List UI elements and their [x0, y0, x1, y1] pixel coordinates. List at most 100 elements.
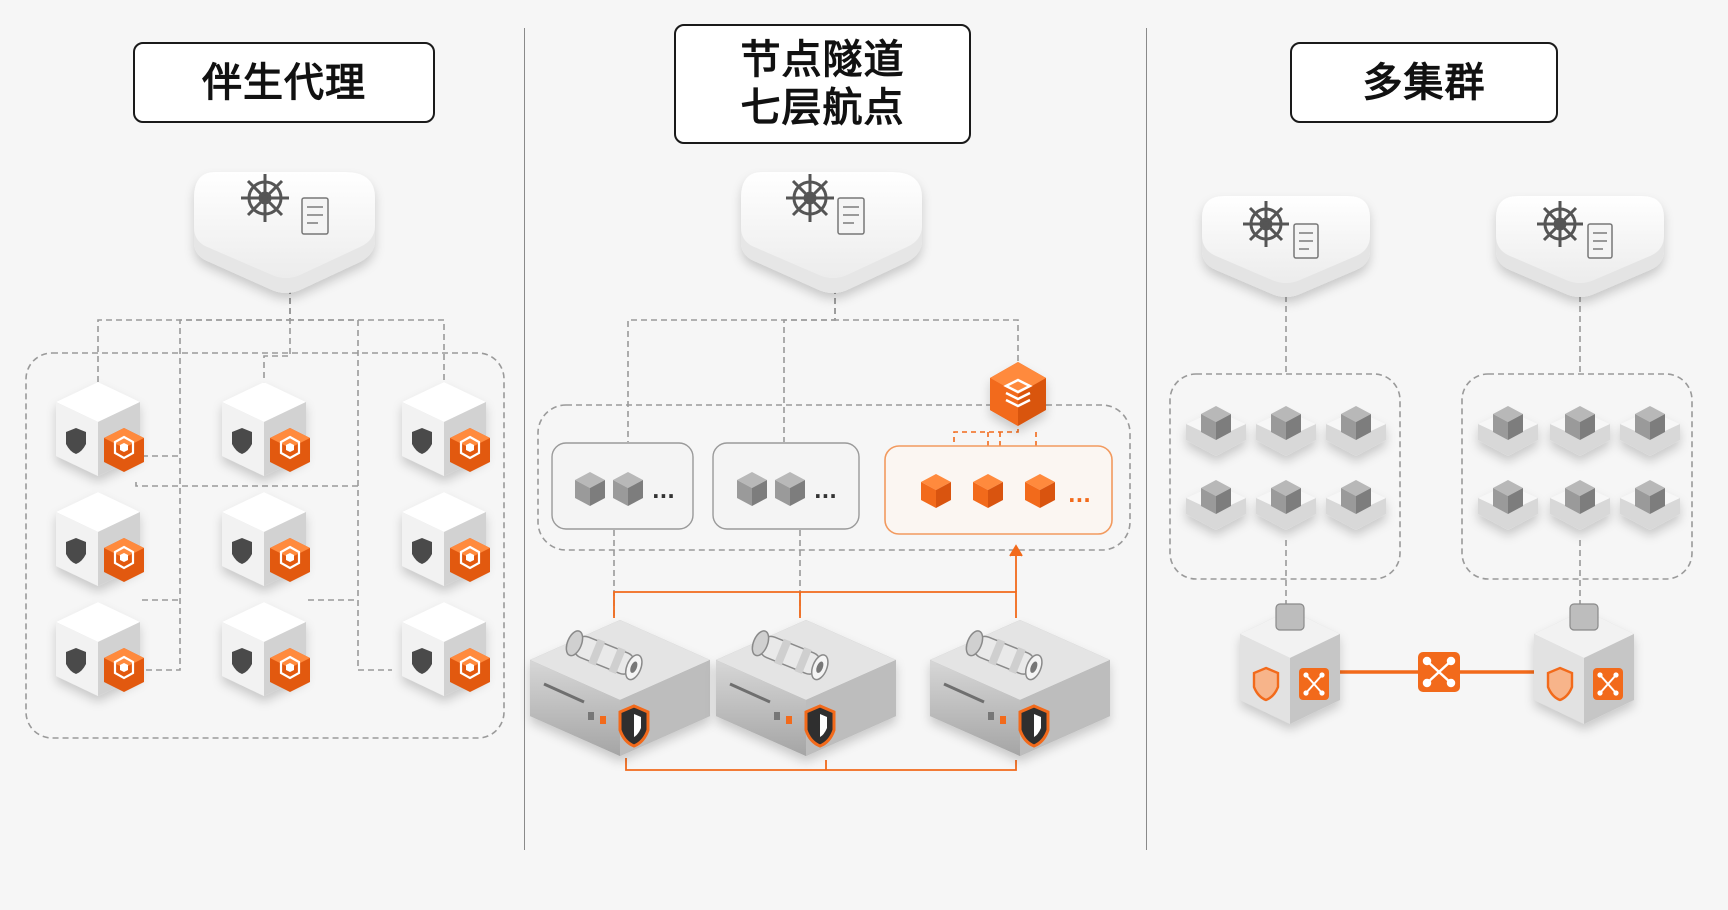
workload-cube	[1201, 480, 1231, 514]
cluster-1-control-plane	[1202, 196, 1370, 297]
pipe-icon	[965, 630, 1043, 681]
group-waypoint-ellipsis: ...	[1068, 483, 1091, 507]
sidecar-pod-4	[56, 492, 144, 586]
cluster-2-workload-2	[1550, 406, 1610, 456]
workload-w3	[1025, 474, 1055, 508]
workload-cube	[1635, 480, 1665, 514]
shield-icon	[618, 704, 650, 748]
tunnel-orange-connectors	[613, 544, 1023, 771]
shield-icon	[412, 538, 432, 564]
cluster-gateways	[1240, 603, 1634, 724]
sidecar-pod-2	[222, 382, 310, 476]
divider-right	[1146, 28, 1147, 850]
tunnel-workloads	[575, 472, 1055, 508]
sidecar-control-plane	[194, 172, 375, 293]
cluster-2-eastwest-gateway	[1534, 603, 1634, 724]
title-sidecar-line-1: 伴生代理	[202, 59, 366, 106]
workload-cube	[1341, 480, 1371, 514]
shield-icon	[804, 704, 836, 748]
sidecar-document-icon	[301, 197, 329, 235]
cluster-2-boundary	[1461, 373, 1693, 580]
hexagon-icon	[104, 648, 144, 692]
shield-icon	[412, 648, 432, 674]
workload-w2	[973, 474, 1003, 508]
workload-cube	[1565, 406, 1595, 440]
shield-icon	[66, 538, 86, 564]
group-b-ellipsis: ...	[814, 479, 837, 503]
shield-icon	[66, 648, 86, 674]
title-node-tunnel-line-2: 七层航点	[740, 85, 905, 131]
cluster-2-workload-4	[1478, 480, 1538, 530]
cluster-2-workload-6	[1620, 480, 1680, 530]
hexagon-icon	[450, 428, 490, 472]
east-west-connector	[1418, 652, 1460, 692]
tunnel-nodes	[530, 620, 1110, 756]
hexagon-icon	[450, 648, 490, 692]
title-multicluster-line-1: 多集群	[1362, 59, 1486, 106]
cluster-2-workload-1	[1478, 406, 1538, 456]
sidecar-ship-wheel-icon	[241, 174, 289, 222]
cluster-1-workload-5	[1256, 480, 1316, 530]
workload-cube	[1201, 406, 1231, 440]
shield-icon	[232, 648, 252, 674]
workload-cube	[1271, 406, 1301, 440]
shield-icon	[232, 428, 252, 454]
sidecar-pod-1	[56, 382, 144, 476]
cluster-1-workload-3	[1326, 406, 1386, 456]
cluster-1-workload-2	[1256, 406, 1316, 456]
tunnel-document-icon	[837, 197, 865, 235]
workload-a2	[613, 472, 643, 506]
shield-icon	[1252, 666, 1280, 702]
sidecar-pod-7	[56, 602, 144, 696]
group-a-ellipsis: ...	[652, 479, 675, 503]
sidecar-mesh-boundary	[25, 352, 505, 739]
shield-icon	[412, 428, 432, 454]
divider-left	[524, 28, 525, 850]
workload-b1	[737, 472, 767, 506]
cluster-1-workload-6	[1326, 480, 1386, 530]
title-node-tunnel: 节点隧道 七层航点	[674, 24, 971, 144]
ship-wheel-icon	[1537, 201, 1583, 247]
hexagon-icon	[270, 648, 310, 692]
workload-cube	[1635, 406, 1665, 440]
panel-multicluster	[1169, 196, 1693, 724]
waypoint-proxy	[990, 362, 1046, 426]
network-icon	[1593, 668, 1623, 700]
workload-b2	[775, 472, 805, 506]
cluster-2-control-plane	[1496, 196, 1664, 297]
workload-cube	[1565, 480, 1595, 514]
layers-icon	[1003, 378, 1033, 408]
shield-icon	[1546, 666, 1574, 702]
ship-wheel-icon	[1243, 201, 1289, 247]
workload-cube	[1493, 406, 1523, 440]
hexagon-icon	[104, 428, 144, 472]
cluster-workloads	[1186, 406, 1680, 530]
shield-icon	[66, 428, 86, 454]
tunnel-namespace-boundary	[537, 404, 1131, 551]
panel-sidecar	[25, 172, 505, 739]
hexagon-icon	[270, 538, 310, 582]
pipe-icon	[751, 630, 829, 681]
sidecar-connectors	[97, 288, 445, 671]
sidecar-pod-3	[402, 382, 490, 476]
hexagon-icon	[104, 538, 144, 582]
workload-cube	[1493, 480, 1523, 514]
pipe-icon	[565, 630, 643, 681]
sidecar-pod-9	[402, 602, 490, 696]
cluster-1-workload-4	[1186, 480, 1246, 530]
tunnel-node-1	[530, 620, 710, 756]
hexagon-icon	[270, 428, 310, 472]
sidecar-pod-grid	[56, 382, 490, 696]
cluster-2-workload-5	[1550, 480, 1610, 530]
shield-icon	[232, 538, 252, 564]
workload-w1	[921, 474, 951, 508]
sidecar-pod-5	[222, 492, 310, 586]
cluster-1-workload-1	[1186, 406, 1246, 456]
panel-node-tunnel: ... ... ...	[530, 172, 1131, 771]
sidecar-pod-8	[222, 602, 310, 696]
tunnel-ship-wheel-icon	[786, 174, 834, 222]
tunnel-control-plane	[741, 172, 922, 293]
cluster-1-boundary	[1169, 373, 1401, 580]
